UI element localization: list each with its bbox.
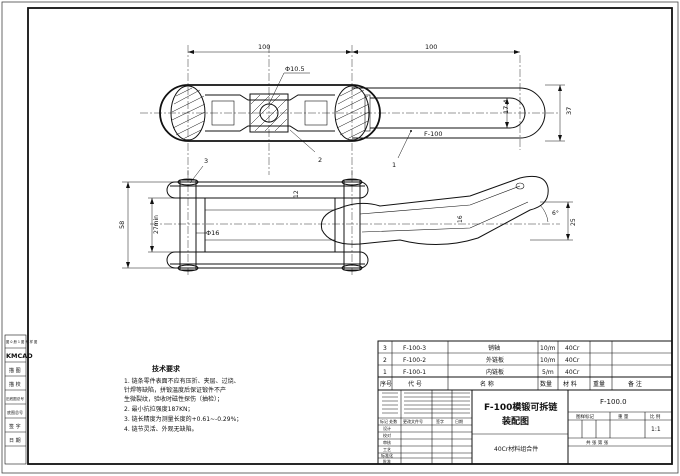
part-row-0-qty: 10/m [540,345,556,352]
part-row-2-code: F-100-1 [403,369,426,376]
dim-width: 37 [565,107,573,115]
dim-inner-min: 27min [153,215,160,234]
dim-inner: 17.4 [502,100,510,114]
part-row-0-code: F-100-3 [403,345,426,352]
leader-3: 3 [204,157,208,165]
parts-header-code: 代 号 [408,380,422,388]
dim-12: 12 [293,190,300,198]
dim-height: 58 [118,221,126,229]
signature-grid: 标记 处数 更改文件号 签字 日期 设计 校对 审核 工艺 标准化 批准 [378,390,472,464]
sheet-label: 共 张 第 张 [586,439,609,446]
part-row-1-code: F-100-2 [403,357,426,364]
scale-label: 比 例 [650,413,661,420]
strip-row-2: 旧底图总号 [6,396,24,401]
tech-note-0: 1. 链条零件表面不应有压折、夹层、过烧、 [124,377,240,385]
tech-note-1: 针焊等缺陷，拼锻温度后保证锻件不产 [124,386,226,394]
tech-notes-title: 技术要求 [152,364,181,373]
weight-label: 重 量 [618,413,629,420]
part-row-2-no: 1 [383,369,387,376]
drawing-title-line1: F-100模锻可拆链 [484,401,558,413]
tech-note-3: 2. 最小抗拉强度187KN； [124,405,194,413]
sig-row-3: 审核 [383,439,391,445]
part-row-1-no: 2 [383,357,387,364]
sig-col-2: 日期 [455,418,463,424]
sig-row-4: 工艺 [383,447,391,452]
sig-row-5: 标准化 [381,452,393,458]
leader-2: 2 [318,156,322,164]
sig-row-2: 校对 [383,432,391,438]
part-row-2-material: 40Cr [565,369,580,376]
sig-row-6: 批准 [383,458,391,464]
tech-note-5: 4. 链节灵活、外观无缺陷。 [124,425,198,433]
parts-header-weight: 重量 [593,380,605,388]
top-view: 100 100 [140,43,573,175]
side-view: 58 27min Φ16 12 16 25 6° 3 [118,157,577,275]
strip-row-4: 签 字 [9,423,21,430]
dim-16: 16 [457,215,464,223]
strip-row-5: 日 期 [9,438,21,444]
strip-row-1: 描 校 [9,381,21,388]
left-binding-strip: 图 0 册 1 图 号 样 图 KMCAD 描 图 描 校 旧底图总号 底图总号… [4,334,38,465]
dim-25: 25 [570,218,577,226]
sig-row-1: 设计 [383,425,391,431]
part-row-1-qty: 10/m [540,357,556,364]
part-row-0-name: 销轴 [488,344,500,352]
strip-row-0: 描 图 [9,367,21,374]
sig-col-1: 签字 [436,418,444,424]
sig-col-0: 更改文件号 [403,418,423,424]
material-note: 40Cr材料组合件 [494,445,538,453]
dim-pitch-right: 100 [425,43,437,51]
part-row-2-name: 内链板 [486,368,504,376]
scale-value: 1:1 [651,426,661,433]
parts-header-qty: 数量 [540,380,552,388]
title-block: 标记 处数 更改文件号 签字 日期 设计 校对 审核 工艺 标准化 批准 F-1… [377,389,673,465]
drawing-number: F-100.0 [600,398,627,406]
parts-list: 3 F-100-3 销轴 10/m 40Cr 2 F-100-2 外链板 10/… [377,340,673,391]
part-label: F-100 [424,130,443,138]
part-row-0-material: 40Cr [565,345,580,352]
dim-angle: 6° [552,210,559,217]
inner-frame [27,7,673,465]
strip-top-text: 图 0 册 1 图 号 样 图 [6,339,38,344]
parts-header-note: 备 注 [628,380,642,388]
parts-header-no: 序号 [380,380,392,388]
part-row-0-no: 3 [383,345,387,352]
sig-row-0: 标记 处数 [380,418,397,424]
leader-1: 1 [392,161,396,169]
tech-note-2: 生微裂纹，验收时磁性探伤（抽检）； [124,395,223,403]
technical-requirements: 技术要求 1. 链条零件表面不应有压折、夹层、过烧、 针焊等缺陷，拼锻温度后保证… [124,364,242,433]
tech-note-4: 3. 链长精度为测量长度的+0.61~-0.29%； [124,415,242,423]
part-row-1-material: 40Cr [565,357,580,364]
parts-header-name: 名 称 [480,380,494,388]
drawing-title-line2: 装配图 [501,415,529,427]
part-row-2-qty: 5/m [542,369,554,376]
dim-pitch-left: 100 [258,43,270,51]
dim-hole: Φ10.5 [285,65,305,73]
brand-label: KMCAD [6,352,33,360]
strip-row-3: 底图总号 [7,409,23,415]
stage-label: 图样标记 [576,413,594,420]
parts-header-material: 材 料 [563,380,577,388]
dim-pin: Φ16 [206,229,219,237]
part-row-1-name: 外链板 [486,356,504,364]
